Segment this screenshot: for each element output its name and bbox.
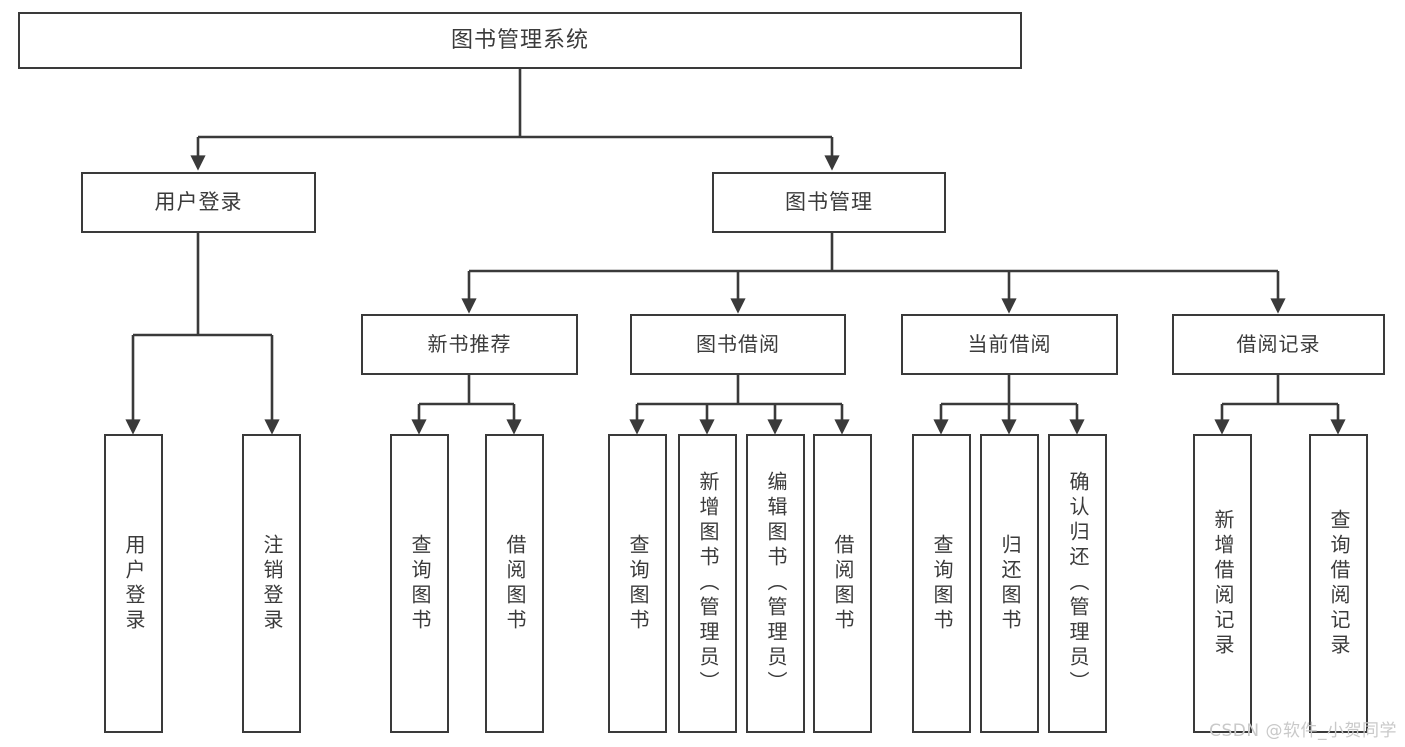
leaf-record-query-record[interactable]: 查询借阅记录 [1309,434,1368,733]
node-label: 查询图书 [930,533,954,634]
leaf-current-query-book[interactable]: 查询图书 [912,434,971,733]
leaf-borrow-add-book-admin[interactable]: 新增图书（管理员） [678,434,737,733]
node-new-book-recommend[interactable]: 新书推荐 [361,314,578,375]
leaf-user-login-login[interactable]: 用户登录 [104,434,163,733]
node-root-book-management-system[interactable]: 图书管理系统 [18,12,1022,69]
node-label: 当前借阅 [967,332,1052,356]
node-book-management[interactable]: 图书管理 [712,172,946,233]
node-label: 新增图书（管理员） [696,471,720,696]
node-book-borrow[interactable]: 图书借阅 [630,314,846,375]
node-label: 借阅图书 [503,533,527,634]
node-current-borrow[interactable]: 当前借阅 [901,314,1118,375]
leaf-borrow-borrow-book[interactable]: 借阅图书 [813,434,872,733]
leaf-current-confirm-return-admin[interactable]: 确认归还（管理员） [1048,434,1107,733]
node-label: 图书借阅 [696,332,780,356]
node-borrow-record[interactable]: 借阅记录 [1172,314,1385,375]
node-label: 编辑图书（管理员） [764,471,788,696]
leaf-record-add-record[interactable]: 新增借阅记录 [1193,434,1252,733]
leaf-borrow-edit-book-admin[interactable]: 编辑图书（管理员） [746,434,805,733]
node-label: 查询图书 [408,533,432,634]
node-label: 图书管理 [785,190,873,215]
node-label: 新增借阅记录 [1211,508,1235,659]
node-label: 新书推荐 [427,332,512,356]
node-label: 确认归还（管理员） [1066,471,1090,696]
leaf-recommend-borrow-book[interactable]: 借阅图书 [485,434,544,733]
node-label: 借阅记录 [1236,332,1321,356]
node-label: 用户登录 [122,533,146,634]
leaf-borrow-query-book[interactable]: 查询图书 [608,434,667,733]
node-label: 查询图书 [626,533,650,634]
node-label: 用户登录 [154,190,243,215]
node-label: 图书管理系统 [450,27,589,53]
node-user-login[interactable]: 用户登录 [81,172,316,233]
csdn-watermark: CSDN @软件_小贺同学 [1209,721,1397,741]
leaf-current-return-book[interactable]: 归还图书 [980,434,1039,733]
node-label: 借阅图书 [831,533,855,634]
node-label: 归还图书 [998,533,1022,634]
leaf-user-login-logout[interactable]: 注销登录 [242,434,301,733]
leaf-recommend-query-book[interactable]: 查询图书 [390,434,449,733]
node-label: 查询借阅记录 [1327,508,1351,659]
node-label: 注销登录 [260,533,284,634]
